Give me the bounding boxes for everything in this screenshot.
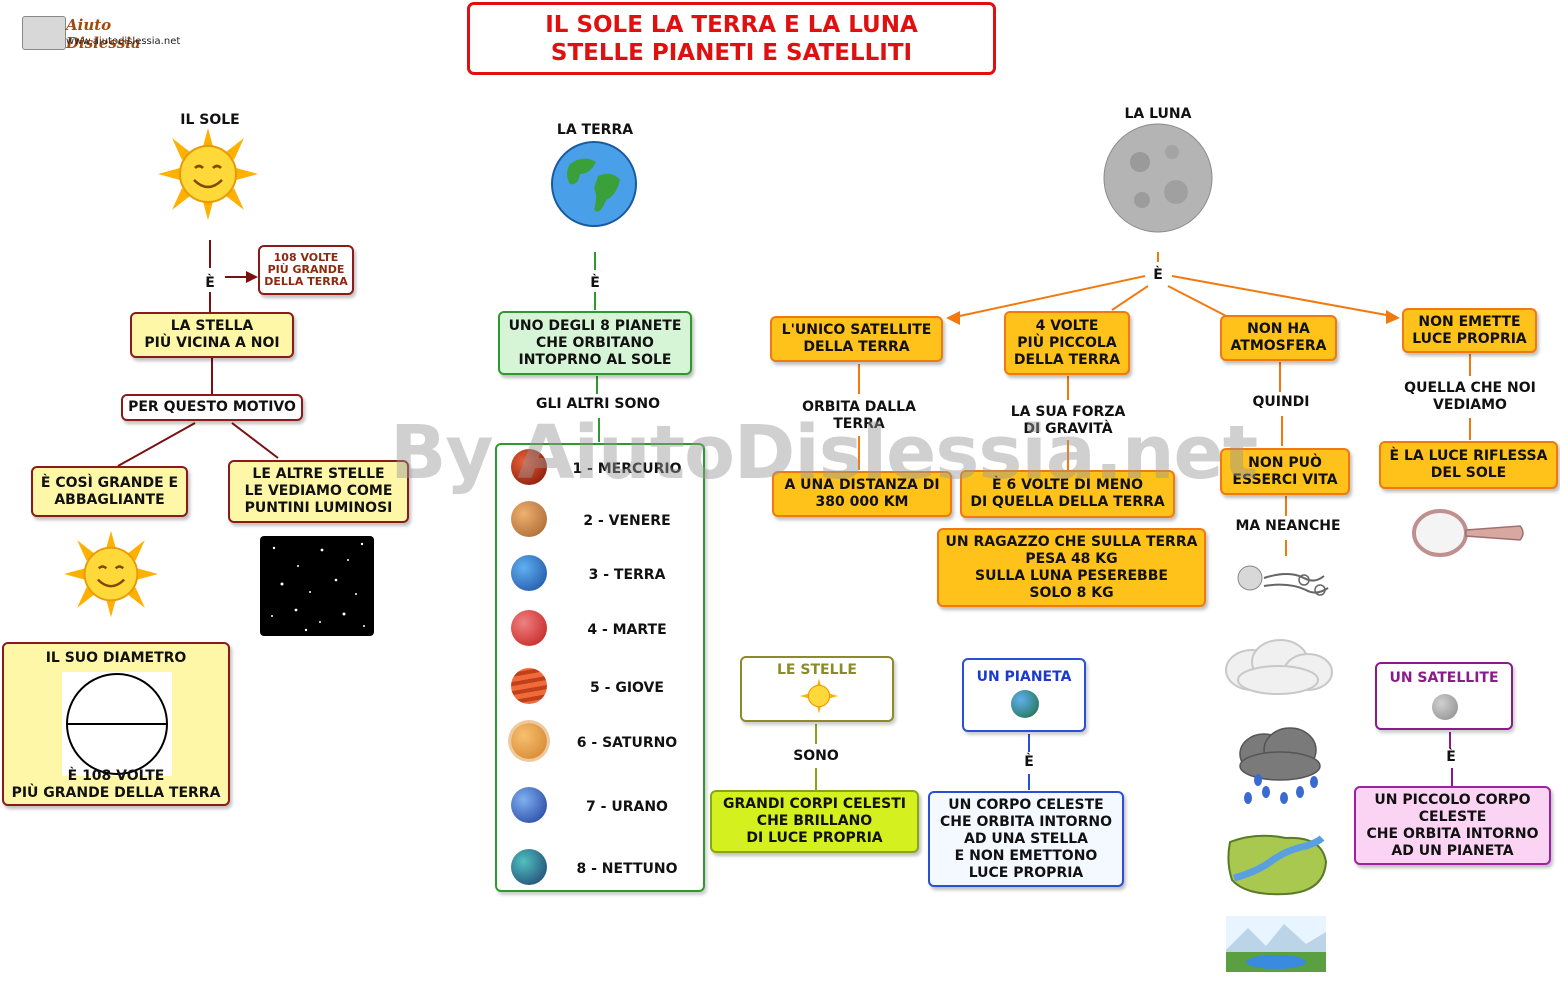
- earth-small-icon: [511, 555, 547, 591]
- luna-piccola-box: 4 VOLTE PIÙ PICCOLA DELLA TERRA: [1004, 311, 1130, 375]
- planet-name: 7 - URANO: [586, 799, 668, 815]
- sole-diametro-box: IL SUO DIAMETRO È 108 VOLTE PIÙ GRANDE D…: [2, 642, 230, 806]
- satellite-title: UN SATELLITE: [1389, 670, 1499, 686]
- planet-name: 4 - MARTE: [587, 622, 667, 638]
- sole-diametro-title: IL SUO DIAMETRO: [45, 650, 187, 666]
- watermark: By AiutoDislessia.net: [390, 410, 1258, 496]
- title-line-2: STELLE PIANETI E SATELLITI: [550, 40, 913, 66]
- saturn-icon: [511, 723, 547, 759]
- venus-icon: [511, 501, 547, 537]
- planet-row: 3 - TERRA: [497, 555, 707, 595]
- mercury-icon: [511, 449, 547, 485]
- earth-tiny-icon: [1011, 690, 1039, 718]
- logo: Aiuto Dislessia www.aiutodislessia.net: [22, 14, 182, 54]
- planet-name: 5 - GIOVE: [590, 680, 664, 696]
- stelle-title: LE STELLE: [777, 662, 857, 678]
- logo-url: www.aiutodislessia.net: [66, 36, 181, 47]
- landscape-icon: [1226, 916, 1326, 972]
- planet-row: 4 - MARTE: [497, 610, 707, 650]
- pianeta-title-box: UN PIANETA: [962, 658, 1086, 732]
- luna-forza-label: LA SUA FORZA DI GRAVITÀ: [1010, 404, 1126, 437]
- sun-tiny-icon: [800, 678, 838, 714]
- sole-e-label: È: [205, 275, 215, 291]
- luna-orbita-label: ORBITA DALLA TERRA: [802, 399, 916, 432]
- jupiter-icon: [511, 668, 547, 704]
- earth-icon: [551, 141, 637, 227]
- sole-note-box: 108 VOLTE PIÙ GRANDE DELLA TERRA: [258, 245, 354, 295]
- luna-heading: LA LUNA: [1124, 106, 1192, 122]
- planet-row: 1 - MERCURIO: [497, 449, 707, 489]
- sole-motivo-box: PER QUESTO MOTIVO: [121, 394, 303, 421]
- sole-heading: IL SOLE: [180, 112, 240, 128]
- planet-row: 6 - SATURNO: [497, 723, 707, 763]
- wind-icon: [1237, 565, 1329, 596]
- planets-list: 1 - MERCURIO 2 - VENERE 3 - TERRA 4 - MA…: [495, 443, 705, 892]
- cloud-icon: [1225, 639, 1333, 695]
- satellite-e-label: È: [1446, 749, 1456, 765]
- luna-gravita-box: È 6 VOLTE DI MENO DI QUELLA DELLA TERRA: [960, 470, 1175, 518]
- planet-name: 3 - TERRA: [588, 567, 666, 583]
- planet-name: 1 - MERCURIO: [572, 461, 682, 477]
- planet-name: 8 - NETTUNO: [576, 861, 678, 877]
- mars-icon: [511, 610, 547, 646]
- planet-name: 6 - SATURNO: [576, 735, 678, 751]
- diameter-circle-icon: [62, 672, 172, 776]
- night-sky-image: [260, 536, 374, 636]
- rain-cloud-icon: [1239, 727, 1321, 804]
- planet-row: 2 - VENERE: [497, 501, 707, 541]
- pianeta-e-label: È: [1024, 754, 1034, 770]
- pianeta-title: UN PIANETA: [976, 669, 1072, 685]
- moon-tiny-icon: [1432, 694, 1458, 720]
- stelle-title-box: LE STELLE: [740, 656, 894, 722]
- stelle-def-box: GRANDI CORPI CELESTI CHE BRILLANO DI LUC…: [710, 790, 919, 853]
- luna-quindi-label: QUINDI: [1252, 394, 1310, 410]
- luna-atmosfera-box: NON HA ATMOSFERA: [1220, 315, 1337, 361]
- terra-pianeta-box: UNO DEGLI 8 PIANETE CHE ORBITANO INTOPRN…: [498, 311, 692, 375]
- satellite-title-box: UN SATELLITE: [1375, 662, 1513, 730]
- luna-e-label: È: [1153, 267, 1163, 283]
- terra-altri-label: GLI ALTRI SONO: [536, 396, 660, 412]
- luna-satellite-box: L'UNICO SATELLITE DELLA TERRA: [770, 316, 943, 362]
- luna-vita-box: NON PUÒ ESSERCI VITA: [1220, 448, 1350, 495]
- luna-ragazzo-box: UN RAGAZZO CHE SULLA TERRA PESA 48 KG SU…: [937, 528, 1206, 607]
- sole-diametro-text: È 108 VOLTE PIÙ GRANDE DELLA TERRA: [11, 768, 221, 801]
- sun-icon: [158, 128, 258, 220]
- sole-altre-box: LE ALTRE STELLE LE VEDIAMO COME PUNTINI …: [228, 460, 409, 523]
- neptune-icon: [511, 849, 547, 885]
- luna-vediamo-label: QUELLA CHE NOI VEDIAMO: [1404, 380, 1536, 413]
- book-icon: [22, 16, 66, 50]
- title-box: IL SOLE LA TERRA E LA LUNA STELLE PIANET…: [467, 2, 996, 75]
- logo-name: Aiuto Dislessia: [66, 16, 141, 52]
- sun-small-icon: [64, 530, 158, 618]
- planet-row: 7 - URANO: [497, 787, 707, 827]
- luna-neanche-label: MA NEANCHE: [1235, 518, 1341, 534]
- moon-icon: [1103, 123, 1213, 233]
- planet-name: 2 - VENERE: [583, 513, 671, 529]
- satellite-def-box: UN PICCOLO CORPO CELESTE CHE ORBITA INTO…: [1354, 786, 1551, 865]
- planet-row: 5 - GIOVE: [497, 668, 707, 708]
- terra-e-label: È: [590, 275, 600, 291]
- sole-grande-box: È COSÌ GRANDE E ABBAGLIANTE: [31, 466, 188, 517]
- luna-luce-box: NON EMETTE LUCE PROPRIA: [1402, 308, 1537, 353]
- sole-stella-box: LA STELLA PIÙ VICINA A NOI: [130, 312, 294, 358]
- terra-heading: LA TERRA: [556, 122, 634, 138]
- river-icon: [1227, 834, 1328, 896]
- planet-row: 8 - NETTUNO: [497, 849, 707, 889]
- pianeta-def-box: UN CORPO CELESTE CHE ORBITA INTORNO AD U…: [928, 791, 1124, 887]
- stelle-sono-label: SONO: [793, 748, 839, 764]
- title-line-1: IL SOLE LA TERRA E LA LUNA: [545, 12, 918, 38]
- uranus-icon: [511, 787, 547, 823]
- luna-distanza-box: A UNA DISTANZA DI 380 000 KM: [772, 471, 952, 517]
- mirror-icon: [1412, 509, 1524, 557]
- luna-riflessa-box: È LA LUCE RIFLESSA DEL SOLE: [1379, 441, 1558, 489]
